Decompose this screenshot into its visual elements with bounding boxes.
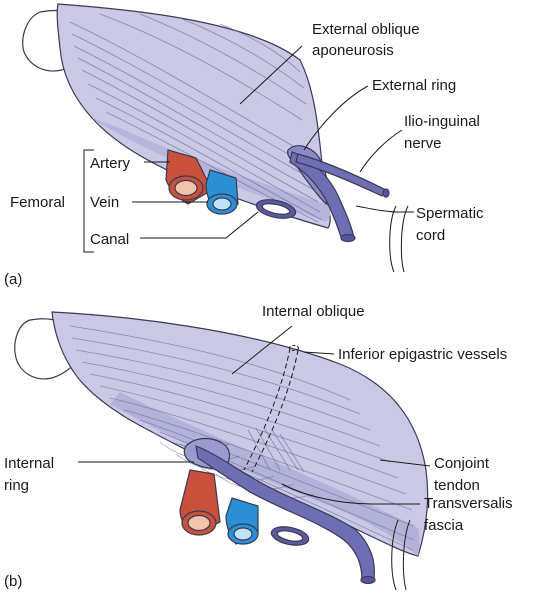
femoral-vein-b xyxy=(226,498,258,544)
leader-canal xyxy=(140,212,258,238)
panel-label-b: (b) xyxy=(4,573,22,590)
label-external-oblique-2: aponeurosis xyxy=(312,42,394,59)
label-artery: Artery xyxy=(90,155,131,172)
label-spermatic-1: Spermatic xyxy=(416,205,484,222)
panel-a: External oblique aponeurosis External ri… xyxy=(4,4,484,288)
label-spermatic-2: cord xyxy=(416,227,445,244)
label-femoral: Femoral xyxy=(10,194,65,211)
femoral-vein xyxy=(206,170,238,214)
label-internal-oblique: Internal oblique xyxy=(262,303,365,320)
label-ilioinguinal-1: Ilio-inguinal xyxy=(404,113,480,130)
femoral-canal-b xyxy=(270,524,311,549)
spermatic-cord-b-end xyxy=(361,577,375,584)
leader-ilioinguinal xyxy=(360,130,402,172)
label-conjoint-1: Conjoint xyxy=(434,455,490,472)
spermatic-cord-end xyxy=(341,235,355,242)
label-external-oblique-1: External oblique xyxy=(312,21,420,38)
panel-label-a: (a) xyxy=(4,271,22,288)
panel-b: Internal oblique Inferior epigastric ves… xyxy=(4,303,513,590)
label-vein: Vein xyxy=(90,194,119,211)
label-canal: Canal xyxy=(90,231,129,248)
femoral-artery-b xyxy=(180,470,220,535)
label-ilioinguinal-2: nerve xyxy=(404,135,442,152)
label-internal-ring-2: ring xyxy=(4,477,29,494)
ilioinguinal-nerve-end xyxy=(383,189,389,197)
label-external-ring: External ring xyxy=(372,77,456,94)
label-inferior-epigastric: Inferior epigastric vessels xyxy=(338,346,507,363)
leader-spermatic xyxy=(356,206,414,212)
label-transversalis-2: fascia xyxy=(424,517,464,534)
label-conjoint-2: tendon xyxy=(434,477,480,494)
label-transversalis-1: Transversalis xyxy=(424,495,513,512)
cord-bracket-a xyxy=(390,206,408,272)
label-internal-ring-1: Internal xyxy=(4,455,54,472)
